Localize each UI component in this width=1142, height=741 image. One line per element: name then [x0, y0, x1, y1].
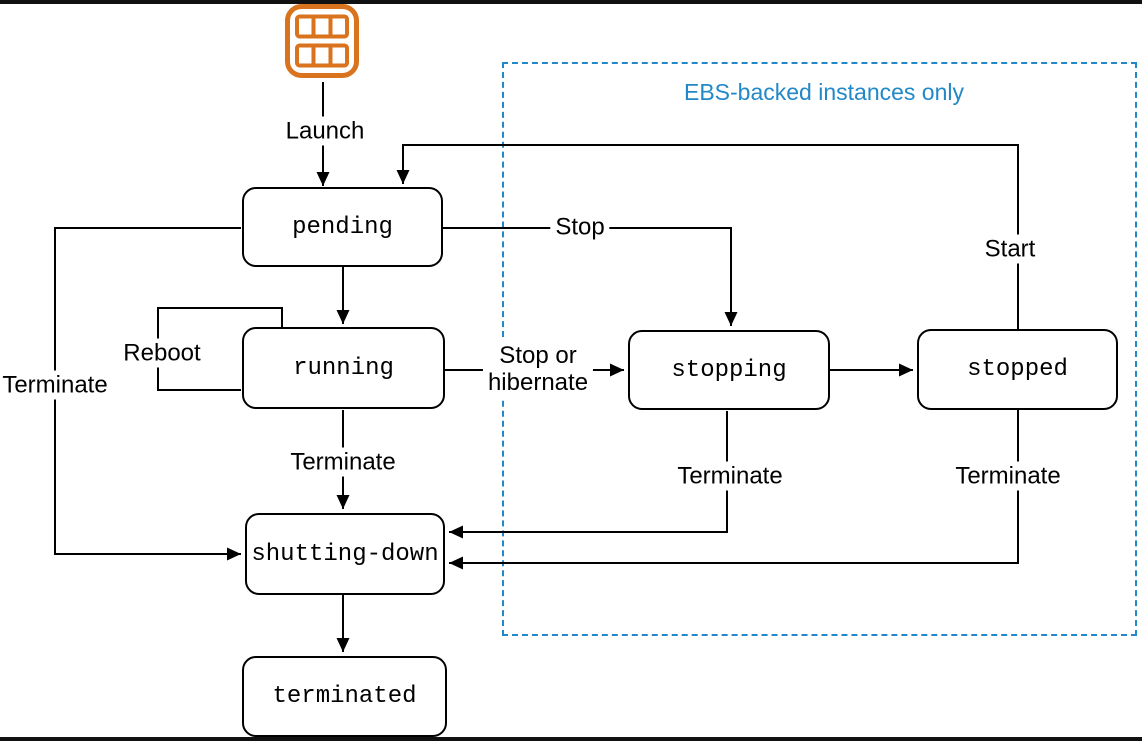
edge-start — [396, 144, 1019, 329]
edge-label-stop: Stop — [550, 212, 610, 242]
edge-stop — [443, 227, 738, 326]
edge-label-terminate-pending: Terminate — [0, 370, 110, 400]
edge-label-reboot: Reboot — [118, 338, 206, 368]
edge-label-terminate-stopped: Terminate — [950, 461, 1066, 491]
top-border — [0, 0, 1142, 4]
edge-terminate-stopped — [449, 410, 1019, 570]
state-node-terminated: terminated — [242, 656, 447, 737]
edge-label-launch: Launch — [280, 116, 370, 146]
state-node-running: running — [242, 327, 445, 409]
state-node-pending: pending — [242, 187, 443, 267]
bottom-border — [0, 737, 1142, 741]
edge-label-terminate-running: Terminate — [285, 447, 401, 477]
state-node-stopping: stopping — [628, 330, 830, 410]
edge-terminate-stopping — [449, 411, 728, 539]
state-node-shutting-down: shutting-down — [245, 513, 445, 595]
edge-reboot-loop — [157, 307, 283, 391]
edge-label-stop-or-hibernate: Stop or hibernate — [482, 341, 594, 397]
state-node-stopped: stopped — [917, 329, 1118, 410]
ec2-instances-icon — [285, 4, 359, 78]
edge-label-start: Start — [979, 234, 1041, 264]
ebs-region-label: EBS-backed instances only — [684, 79, 964, 105]
edge-label-terminate-stopping: Terminate — [672, 461, 788, 491]
